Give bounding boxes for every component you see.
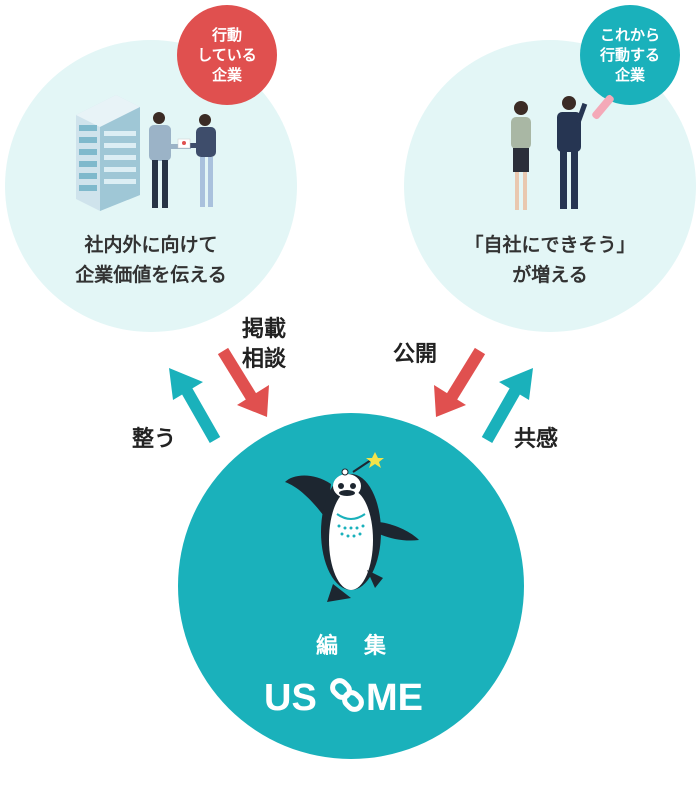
arrow-kyoukan	[481, 368, 533, 443]
penguin-mascot-icon	[285, 452, 419, 602]
discussing-people-icon	[511, 94, 614, 210]
label-koukai: 公開	[393, 342, 438, 367]
usme-logo: US ME	[264, 676, 434, 719]
right-circle-text: 「自社にできそう」 が増える	[464, 234, 636, 286]
label-totonou: 整う	[132, 427, 177, 452]
link-icon	[330, 678, 364, 712]
svg-text:US: US	[264, 677, 317, 719]
arrow-koukai	[434, 347, 486, 417]
label-kyoukan: 共感	[514, 427, 559, 452]
left-circle-text: 社内外に向けて 企業価値を伝える	[75, 234, 227, 286]
badge-future-companies: これから 行動する 企業	[580, 5, 680, 105]
label-henshuu: 編集	[315, 634, 412, 659]
badge-acting-companies: 行動 している 企業	[177, 5, 277, 105]
arrow-keisai	[217, 347, 269, 417]
handshake-people-icon	[149, 112, 216, 208]
building-icon	[76, 95, 140, 211]
label-keisai-soudan: 掲載 相談	[242, 317, 287, 372]
svg-text:ME: ME	[366, 677, 423, 719]
arrow-totonou	[169, 368, 221, 443]
